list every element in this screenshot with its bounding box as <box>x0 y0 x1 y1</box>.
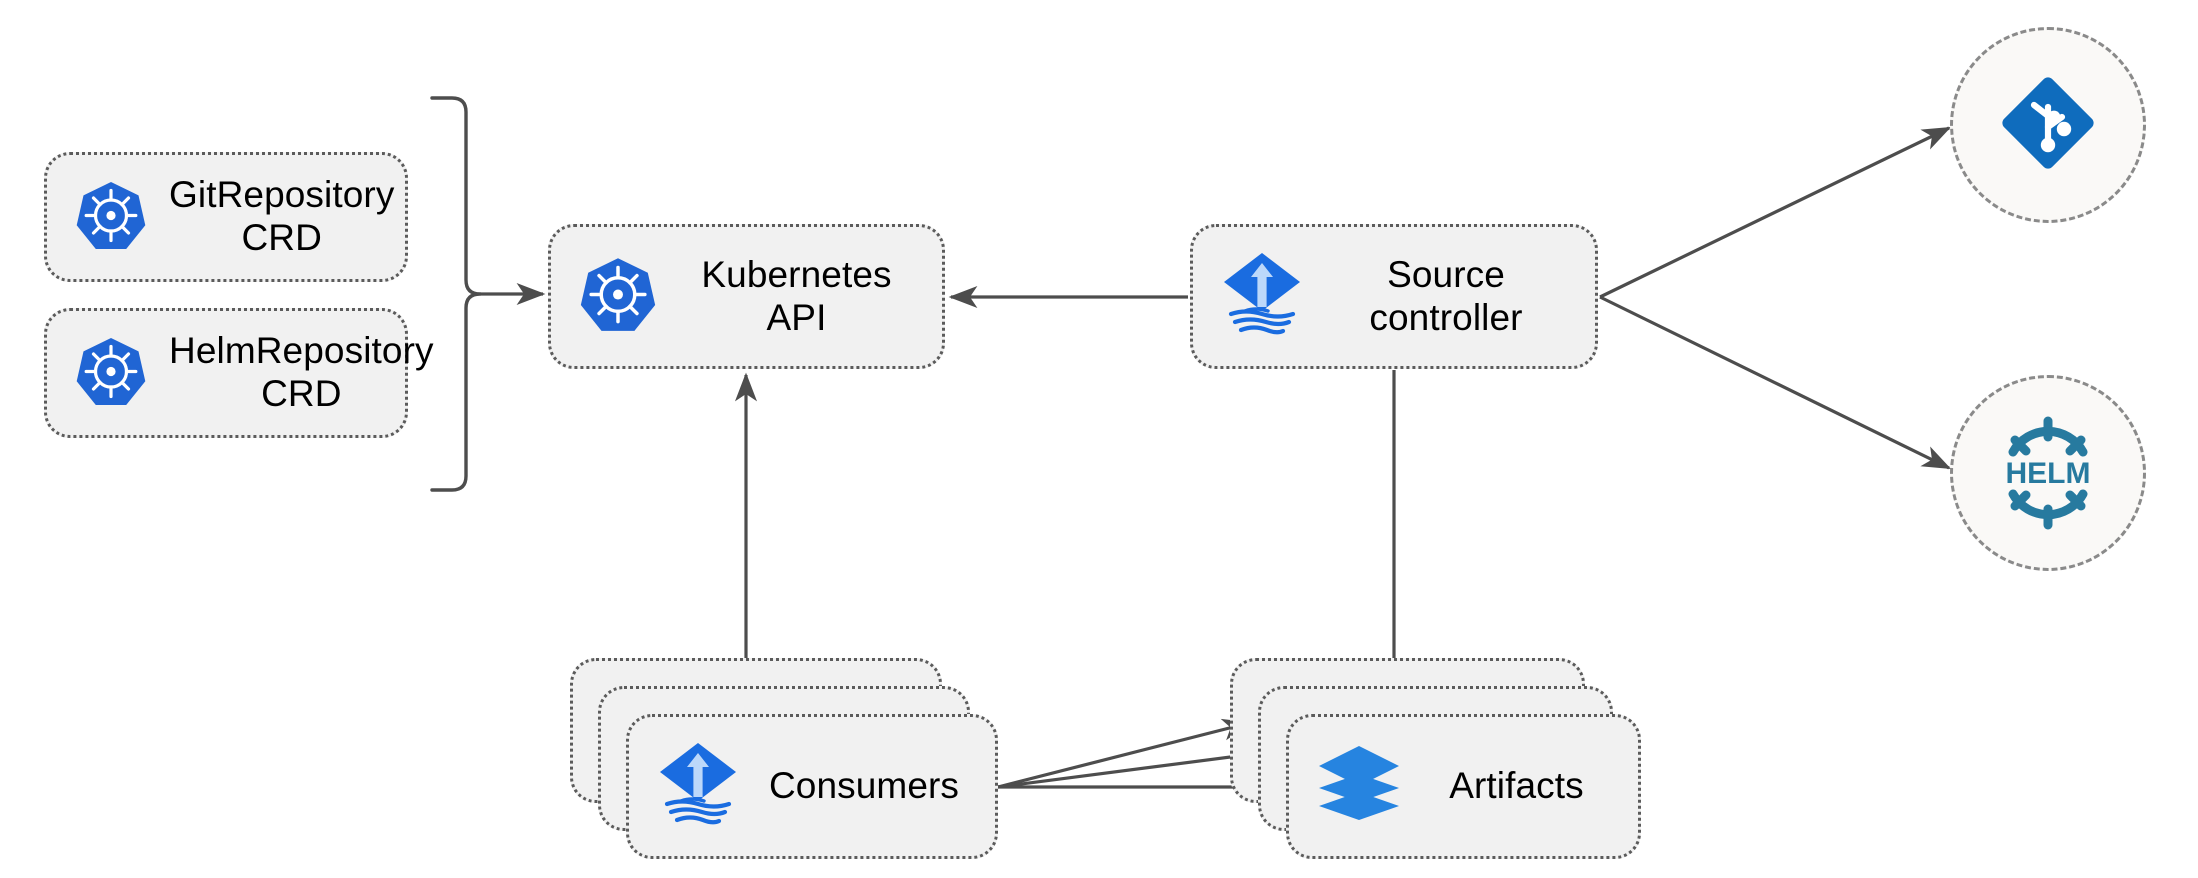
edge-source-controller-to-git <box>1599 126 1952 299</box>
node-label-consumers: Consumers <box>768 765 960 807</box>
node-label-git-repository-crd: GitRepository CRD <box>169 174 395 258</box>
node-group-consumers: Consumers <box>570 658 1026 868</box>
helm-wordmark: HELM <box>2006 457 2091 490</box>
helm-icon: HELM <box>1986 411 2110 535</box>
flux-icon <box>1221 251 1303 342</box>
node-source-controller[interactable]: Source controller <box>1190 224 1598 369</box>
node-group-artifacts: Artifacts <box>1230 658 1670 868</box>
kubernetes-icon <box>579 255 657 338</box>
node-label-artifacts: Artifacts <box>1449 765 1584 807</box>
node-kubernetes-api[interactable]: Kubernetes API <box>548 224 945 369</box>
node-label-helm-repository-crd: HelmRepository CRD <box>169 330 434 414</box>
edge-consumers-to-artifacts-1 <box>997 718 1252 789</box>
node-label-source-controller: Source controller <box>1369 253 1523 338</box>
edge-source-controller-to-helm <box>1599 295 1952 470</box>
node-consumers[interactable]: Consumers <box>626 714 998 859</box>
node-helm-source[interactable]: HELM <box>1950 375 2146 571</box>
node-label-kubernetes-api: Kubernetes API <box>701 253 892 338</box>
flux-icon <box>657 741 739 832</box>
node-git-source[interactable] <box>1950 27 2146 223</box>
crd-brace <box>430 96 482 492</box>
artifacts-icon <box>1317 744 1401 829</box>
node-helm-repository-crd[interactable]: HelmRepository CRD <box>44 308 433 438</box>
node-artifacts[interactable]: Artifacts <box>1286 714 1641 859</box>
kubernetes-icon <box>75 335 147 412</box>
kubernetes-icon <box>75 179 147 256</box>
git-icon <box>1992 67 2104 184</box>
node-git-repository-crd[interactable]: GitRepository CRD <box>44 152 408 282</box>
